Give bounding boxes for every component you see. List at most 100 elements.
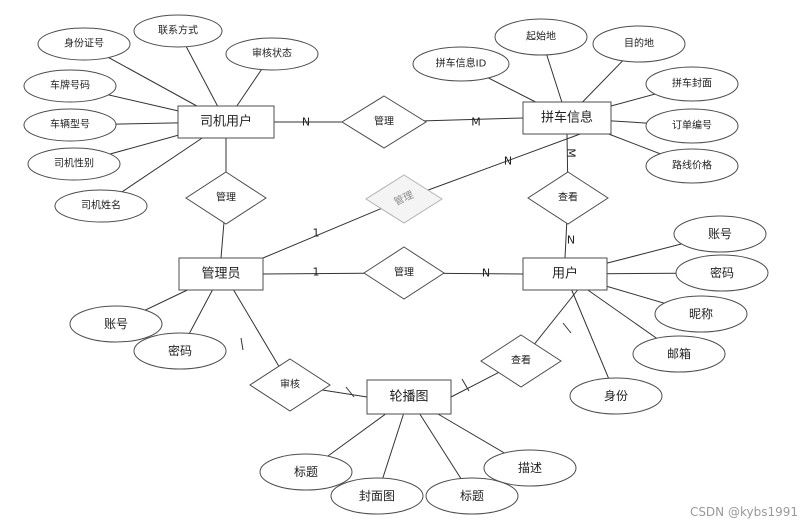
relationship-link-r_admin_driver-0: [220, 222, 225, 259]
attribute-a_order[interactable]: 订单编号: [645, 108, 739, 144]
attribute-ellipse: [133, 332, 227, 370]
attribute-a_start[interactable]: 起始地: [494, 18, 588, 56]
attribute-a_contact[interactable]: 联系方式: [133, 14, 223, 48]
entity-box: [522, 101, 612, 135]
attribute-ellipse: [494, 18, 588, 56]
attribute-ellipse: [632, 335, 726, 373]
relationship-r_admin_carpool[interactable]: 管理: [365, 174, 443, 224]
entity-box: [522, 257, 608, 291]
entity-banner[interactable]: 轮播图: [366, 379, 452, 415]
attribute-a_gender[interactable]: 司机性别: [27, 147, 121, 181]
relationship-label: 审核: [280, 378, 300, 391]
attribute-label: 账号: [104, 317, 128, 331]
link-tick-1: [345, 386, 355, 398]
attribute-ellipse: [23, 69, 117, 103]
attribute-a_dname[interactable]: 司机姓名: [54, 189, 148, 223]
attribute-a_carpool_id[interactable]: 拼车信息ID: [412, 46, 510, 82]
attribute-a_ad_account[interactable]: 账号: [69, 305, 163, 343]
relationship-diamond: [363, 246, 445, 300]
attribute-a_price[interactable]: 路线价格: [645, 148, 739, 184]
node-layer: 司机用户拼车信息管理员用户轮播图管理管理管理管理查看审核查看身份证号联系方式审核…: [23, 14, 769, 515]
attribute-ellipse: [259, 453, 353, 491]
entity-user[interactable]: 用户: [522, 257, 608, 291]
attribute-label: 封面图: [359, 489, 395, 503]
attribute-a_u_identity[interactable]: 身份: [569, 377, 663, 415]
attribute-label: 车辆型号: [50, 118, 90, 131]
relationship-r_user_carpool[interactable]: 查看: [527, 171, 609, 225]
attribute-label: 标题: [460, 489, 484, 503]
relationship-diamond: [527, 171, 609, 225]
attribute-a_b_cover[interactable]: 封面图: [330, 477, 424, 515]
relationship-r_admin_banner[interactable]: 审核: [249, 358, 331, 412]
relationship-link-r_admin_carpool-1: [427, 133, 581, 191]
relationship-label: 查看: [511, 354, 531, 367]
relationship-link-r_admin_banner-1: [322, 389, 368, 398]
relationship-r_driver_carpool[interactable]: 管理: [341, 95, 427, 149]
relationship-r_admin_driver[interactable]: 管理: [185, 171, 267, 225]
attribute-ellipse: [225, 37, 319, 71]
attribute-ellipse: [27, 147, 121, 181]
relationship-r_admin_user[interactable]: 管理: [363, 246, 445, 300]
link-tick-2: [461, 378, 470, 392]
attribute-a_model[interactable]: 车辆型号: [23, 108, 117, 142]
attribute-label: 标题: [294, 465, 318, 479]
entity-box: [366, 379, 452, 415]
attribute-label: 车牌号码: [50, 79, 90, 92]
relationship-link-r_user_carpool-0: [564, 223, 568, 259]
cardinality-c5: M: [565, 148, 578, 158]
relationship-label: 管理: [394, 266, 414, 279]
cardinality-c7: 1: [313, 266, 320, 279]
attribute-ellipse: [425, 477, 519, 515]
attribute-label: 身份证号: [64, 37, 104, 50]
relationship-diamond: [365, 174, 443, 224]
attribute-a_u_pwd[interactable]: 密码: [675, 254, 769, 292]
relationship-link-r_user_carpool-1: [566, 133, 569, 173]
attribute-a_id_card[interactable]: 身份证号: [37, 27, 131, 61]
attribute-label: 审核状态: [252, 47, 292, 60]
relationship-label: 管理: [374, 115, 394, 128]
cardinality-c1: N: [302, 116, 310, 129]
attribute-a_dest[interactable]: 目的地: [592, 25, 686, 63]
attribute-ellipse: [412, 46, 510, 82]
relationship-diamond: [341, 95, 427, 149]
cardinality-c6: N: [567, 234, 575, 247]
relationship-link-r_admin_user-1: [443, 272, 524, 275]
attribute-a_plate[interactable]: 车牌号码: [23, 69, 117, 103]
attribute-ellipse: [645, 148, 739, 184]
attribute-label: 起始地: [526, 30, 556, 43]
attribute-a_ad_pwd[interactable]: 密码: [133, 332, 227, 370]
relationship-r_user_banner[interactable]: 查看: [480, 334, 562, 388]
attribute-label: 拼车封面: [672, 77, 712, 90]
attribute-label: 邮箱: [667, 346, 691, 361]
attribute-ellipse: [69, 305, 163, 343]
cardinality-c2: M: [471, 116, 481, 129]
entity-box: [178, 257, 264, 291]
attribute-label: 密码: [710, 265, 734, 280]
attribute-a_u_nick[interactable]: 昵称: [654, 295, 748, 333]
attribute-label: 司机姓名: [81, 199, 121, 212]
attribute-a_u_account[interactable]: 账号: [673, 215, 767, 253]
entity-box: [177, 105, 275, 139]
entity-admin[interactable]: 管理员: [178, 257, 264, 291]
attribute-a_review[interactable]: 审核状态: [225, 37, 319, 71]
attribute-ellipse: [23, 108, 117, 142]
attribute-ellipse: [37, 27, 131, 61]
relationship-link-r_user_banner-0: [534, 289, 578, 345]
attribute-ellipse: [673, 215, 767, 253]
relationship-diamond: [249, 358, 331, 412]
attribute-label: 昵称: [689, 307, 713, 321]
attribute-a_u_email[interactable]: 邮箱: [632, 335, 726, 373]
attribute-a_cover[interactable]: 拼车封面: [645, 66, 739, 102]
attribute-ellipse: [645, 66, 739, 102]
relationship-link-r_driver_carpool-1: [424, 117, 524, 122]
link-tick-3: [562, 322, 572, 334]
link-tick-0: [240, 337, 244, 351]
attribute-a_b_title2[interactable]: 标题: [425, 477, 519, 515]
attribute-a_b_title1[interactable]: 标题: [259, 453, 353, 491]
entity-carpool[interactable]: 拼车信息: [522, 101, 612, 135]
entity-driver[interactable]: 司机用户: [177, 105, 275, 139]
attribute-a_b_desc[interactable]: 描述: [483, 449, 577, 487]
attribute-label: 账号: [708, 227, 732, 241]
attribute-ellipse: [133, 14, 223, 48]
